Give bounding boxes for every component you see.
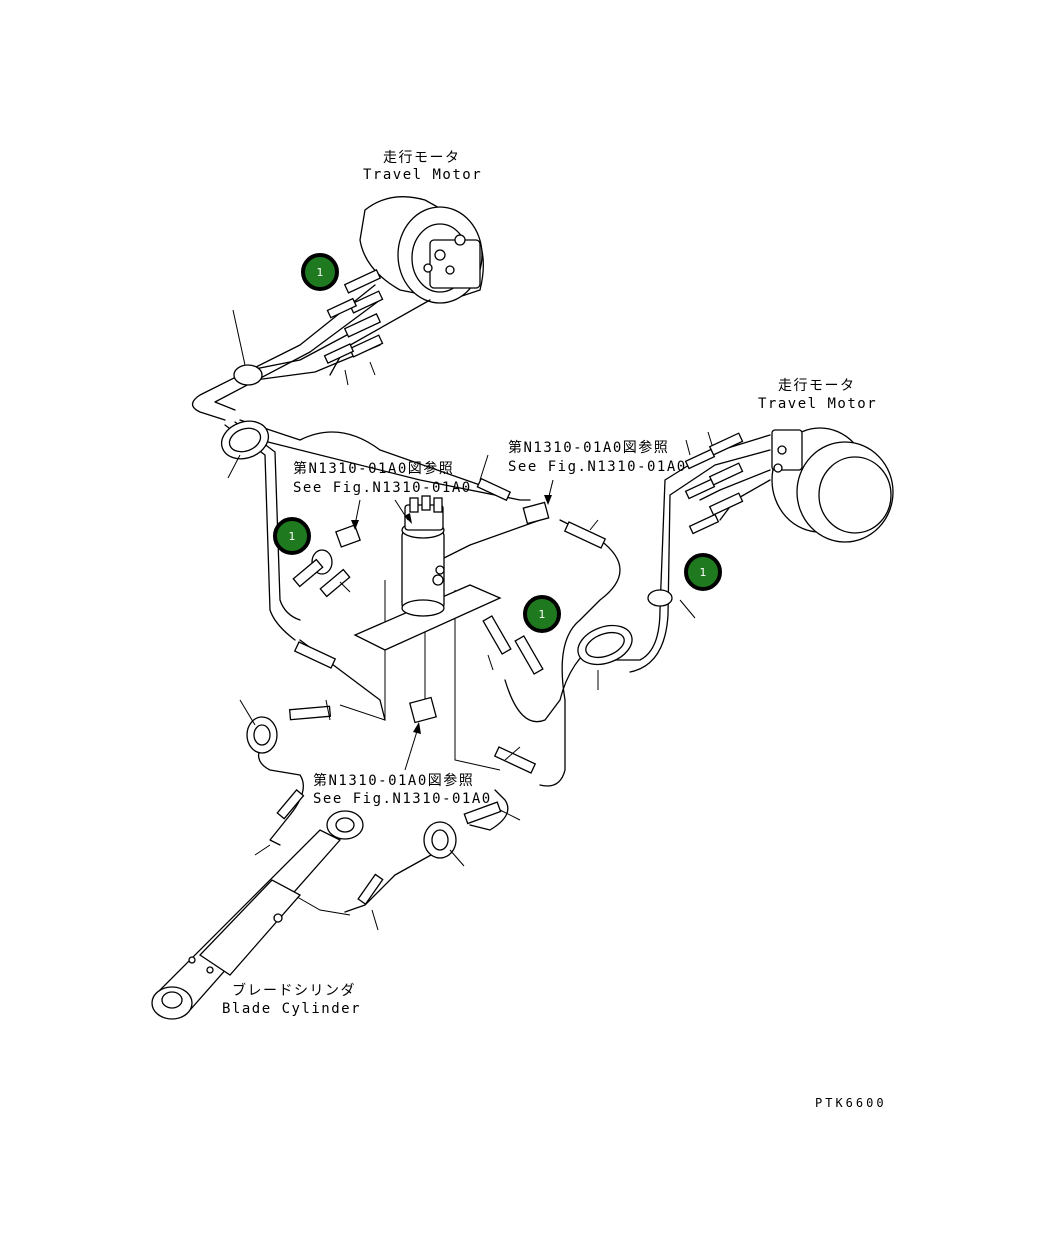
blade-cylinder [151, 810, 364, 1020]
drawing-code: PTK6600 [815, 1096, 887, 1110]
center-swivel-joint [335, 495, 550, 724]
travel-motor-left-label-jp: 走行モータ [383, 150, 461, 166]
callout-badge-label: 1 [539, 608, 546, 621]
pipe-network [191, 284, 771, 916]
callout-badge[interactable]: 1 [273, 517, 311, 555]
see-fig-left-label-en: See Fig.N1310-01A0 [293, 480, 472, 496]
hoses-misc [276, 477, 607, 906]
travel-motor-left [359, 196, 484, 304]
blade-cylinder-label-en: Blade Cylinder [222, 1001, 361, 1017]
callout-badge[interactable]: 1 [301, 253, 339, 291]
see-fig-bottom-label-en: See Fig.N1310-01A0 [313, 791, 492, 807]
hose-fittings-left [323, 269, 384, 364]
callout-badge[interactable]: 1 [523, 595, 561, 633]
callout-badge-label: 1 [317, 266, 324, 279]
travel-motor-right-label-en: Travel Motor [758, 396, 877, 412]
blade-cylinder-label-jp: ブレードシリンダ [232, 982, 356, 999]
leader-lines [227, 309, 713, 931]
clamps [220, 364, 673, 859]
callout-badge[interactable]: 1 [684, 553, 722, 591]
hose-fittings-right [684, 432, 744, 535]
travel-motor-left-label-en: Travel Motor [363, 167, 482, 183]
see-fig-right-label-jp: 第N1310-01A0図参照 [508, 439, 669, 456]
callout-badge-label: 1 [289, 530, 296, 543]
see-fig-right-label-en: See Fig.N1310-01A0 [508, 459, 687, 475]
travel-motor-right [771, 427, 894, 543]
travel-motor-right-label-jp: 走行モータ [778, 378, 856, 394]
see-fig-left-label-jp: 第N1310-01A0図参照 [293, 460, 454, 477]
callout-badge-label: 1 [700, 566, 707, 579]
see-fig-bottom-label-jp: 第N1310-01A0図参照 [313, 772, 474, 789]
